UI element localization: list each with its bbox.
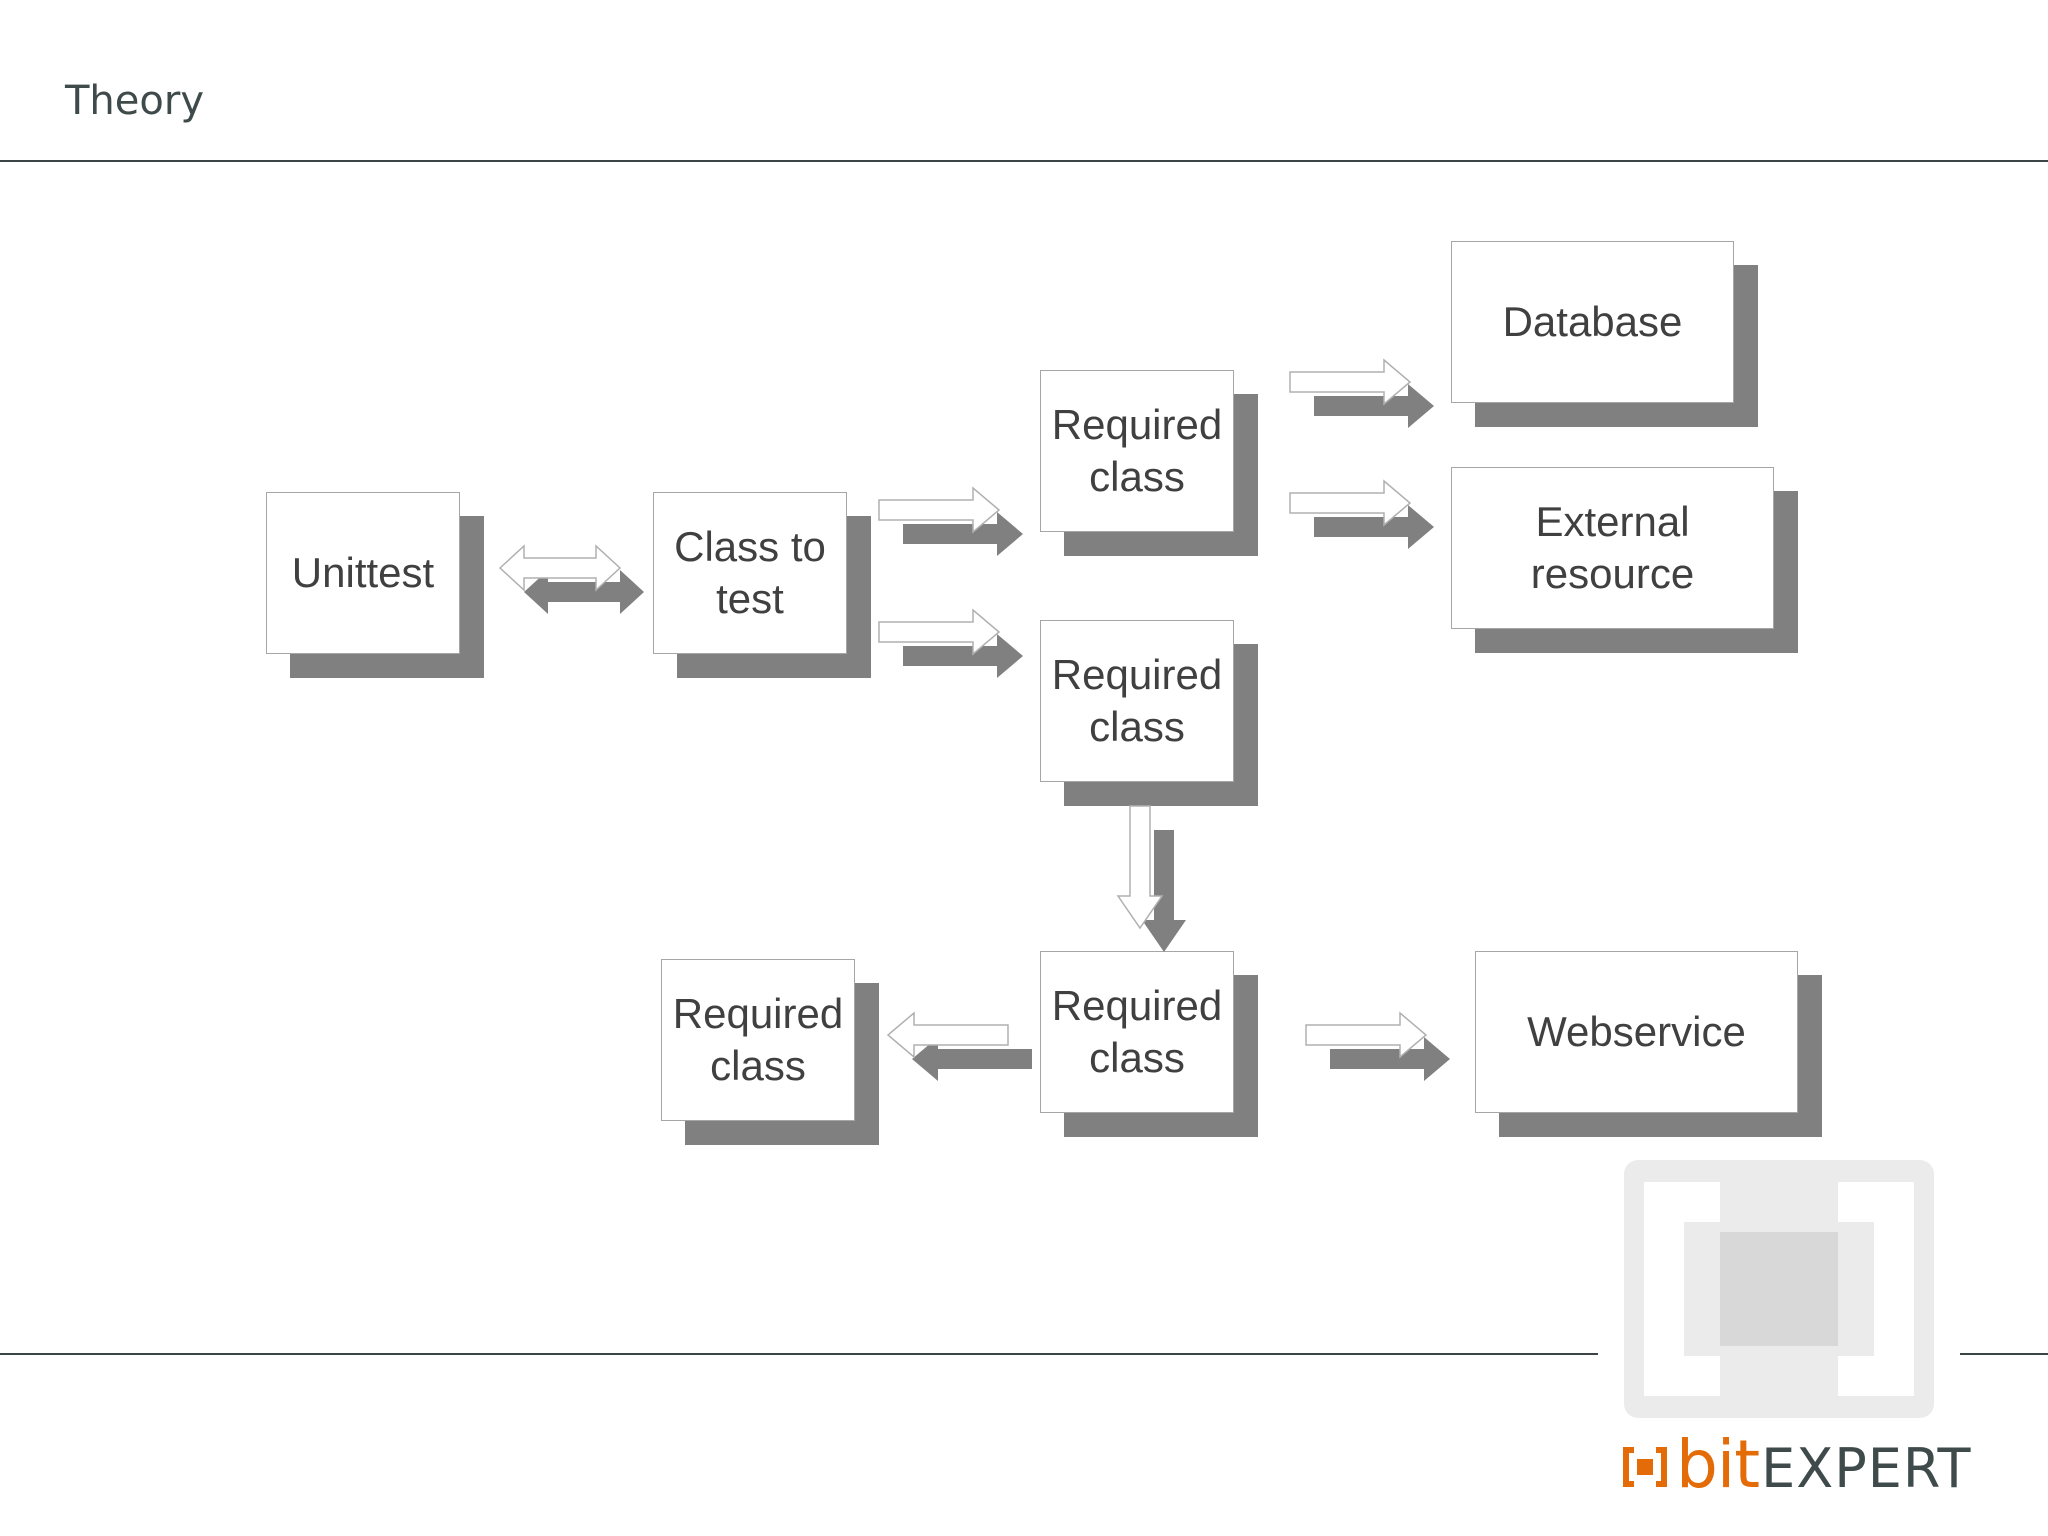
- unittest-box: Unittest: [266, 492, 460, 654]
- required-class-1-box: Required class: [1040, 370, 1234, 532]
- webservice-box: Webservice: [1475, 951, 1798, 1113]
- arrow-class-required1: [878, 487, 1023, 556]
- database-box: Database: [1451, 241, 1734, 403]
- required-class-2-box: Required class: [1040, 620, 1234, 782]
- arrow-required2-required4: [1116, 805, 1186, 952]
- required-class-3-box: Required class: [661, 959, 855, 1121]
- external-resource-label: External resource: [1530, 498, 1695, 597]
- arrow-required1-database: [1289, 359, 1434, 428]
- required-class-4-box: Required class: [1040, 951, 1234, 1113]
- arrow-required1-external: [1289, 480, 1434, 549]
- arrow-required4-webservice: [1305, 1012, 1450, 1081]
- bitexpert-bracket-icon: [1623, 1447, 1667, 1487]
- required-class-3-label: Required class: [672, 990, 844, 1089]
- database-label: Database: [1502, 298, 1683, 345]
- arrow-required4-required3: [887, 1012, 1032, 1081]
- required-class-4-label: Required class: [1051, 982, 1223, 1081]
- arrow-class-required2: [878, 609, 1023, 678]
- class-to-test-label: Class to test: [674, 523, 826, 622]
- header-rule: [0, 160, 2048, 162]
- brand-expert-text: EXPERT: [1761, 1437, 1972, 1500]
- external-resource-box: External resource: [1451, 467, 1774, 629]
- required-class-1-label: Required class: [1051, 401, 1223, 500]
- class-to-test-box: Class to test: [653, 492, 847, 654]
- arrow-unittest-class: [499, 545, 644, 614]
- unittest-label: Unittest: [291, 549, 435, 596]
- footer-rule-left: [0, 1353, 1598, 1355]
- required-class-2-label: Required class: [1051, 651, 1223, 750]
- brand-bit-text: bit: [1676, 1426, 1760, 1503]
- bitexpert-watermark-icon: [1624, 1160, 1934, 1418]
- slide-title: Theory: [65, 78, 204, 124]
- bitexpert-logo: bit EXPERT: [1622, 1420, 1971, 1500]
- webservice-label: Webservice: [1527, 1008, 1746, 1055]
- footer-rule-right: [1960, 1353, 2048, 1355]
